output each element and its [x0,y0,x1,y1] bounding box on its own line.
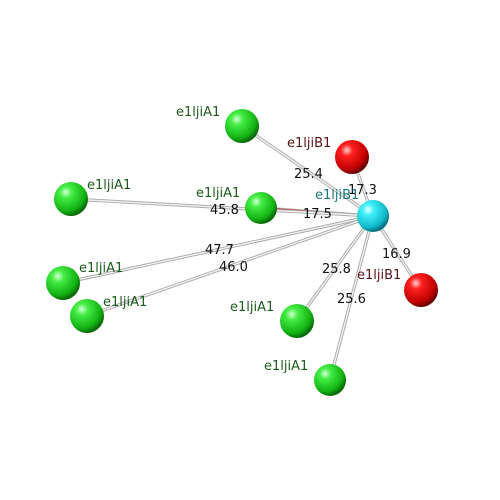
bond-edge-highlight [296,215,374,322]
distance-label: 16.9 [382,247,411,262]
distance-label: 25.6 [337,292,366,307]
center-node-label: e1ljiB1 [315,188,359,203]
node-label: e1ljiA1 [79,261,123,276]
distance-label: 17.3 [348,183,377,198]
node-label: e1ljiA1 [103,295,147,310]
distance-label: 46.0 [219,260,248,275]
green-atom-node[interactable] [46,266,80,300]
node-label: e1ljiA1 [87,178,131,193]
green-atom-node[interactable] [280,304,314,338]
center-atom-node[interactable] [357,200,389,232]
green-atom-node[interactable] [314,364,346,396]
distance-label: 45.8 [210,203,239,218]
bond-edge-highlight [86,215,374,317]
node-label: e1ljiB1 [357,268,401,283]
red-atom-node[interactable] [404,273,438,307]
node-label: e1ljiB1 [287,136,331,151]
green-atom-node[interactable] [225,109,259,143]
node-label: e1ljiA1 [176,105,220,120]
node-label: e1ljiA1 [196,186,240,201]
distance-label: 25.4 [294,167,323,182]
distance-label: 17.5 [303,207,332,222]
green-atom-node[interactable] [70,299,104,333]
bond-edge-highlight [70,198,374,217]
bond-edge-highlight [62,215,374,284]
bond-edge-highlight [329,215,374,381]
distance-label: 25.8 [322,262,351,277]
node-label: e1ljiA1 [230,300,274,315]
bond-edge-highlight [241,125,374,217]
green-atom-node[interactable] [54,182,88,216]
distance-label: 47.7 [205,243,234,258]
green-atom-node[interactable] [245,192,277,224]
red-atom-node[interactable] [335,140,369,174]
node-label: e1ljiA1 [264,359,308,374]
